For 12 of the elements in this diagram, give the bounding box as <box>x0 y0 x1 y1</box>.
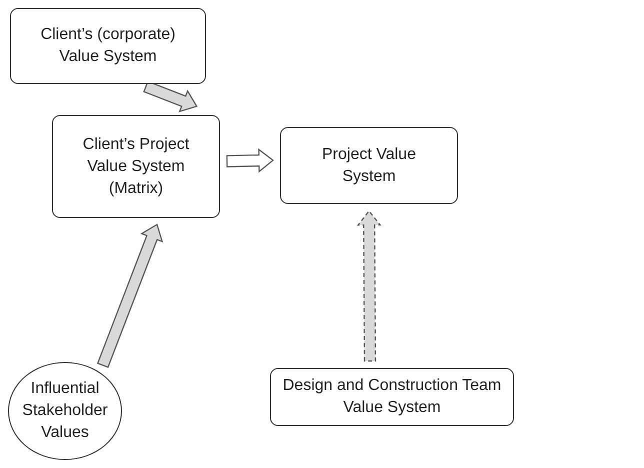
rounded-box <box>270 368 514 426</box>
rounded-box <box>10 8 206 84</box>
block-arrow <box>96 224 164 368</box>
node-label: Client’s Project Value System (Matrix) <box>82 134 190 198</box>
block-arrow <box>356 210 382 362</box>
rounded-box <box>52 115 220 218</box>
block-arrow <box>226 148 274 173</box>
node-label: Design and Construction Team Value System <box>282 376 502 418</box>
node-label: Influential Stakeholder Values <box>21 379 109 443</box>
rounded-box <box>280 127 458 204</box>
node-label: Project Value System <box>321 144 417 186</box>
node-label: Client’s (corporate) Value System <box>40 25 176 67</box>
